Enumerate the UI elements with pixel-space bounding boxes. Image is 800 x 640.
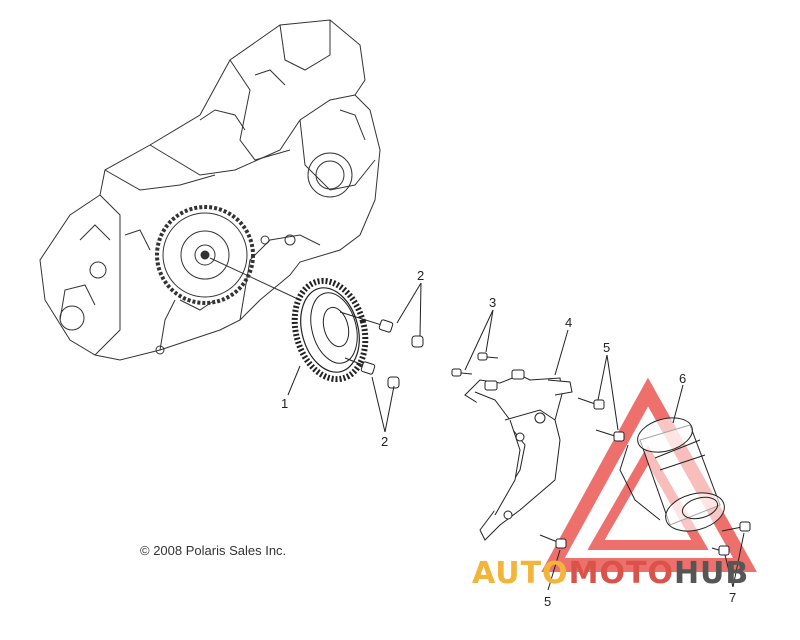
starter-motor (619, 417, 725, 532)
callout-5-top: 5 (603, 340, 610, 355)
engine-block (39, 19, 381, 361)
leader-lines (287, 282, 745, 591)
callout-6: 6 (679, 371, 686, 386)
starter-cover (464, 369, 573, 541)
cover-screws-3 (451, 352, 499, 377)
bolt-set-2 (339, 311, 424, 389)
callout-2-top: 2 (417, 268, 424, 283)
watermark-triangle (541, 377, 757, 572)
callout-7: 7 (729, 590, 736, 605)
callout-5-bottom: 5 (544, 594, 551, 609)
watermark-hub: HUB (673, 556, 750, 591)
bolts-5-7 (539, 397, 751, 556)
watermark-logo: AUTOMOTOHUB (472, 556, 749, 591)
copyright-notice: © 2008 Polaris Sales Inc. (140, 543, 287, 558)
callout-4: 4 (565, 315, 572, 330)
watermark-auto: AUTO (472, 556, 569, 591)
ring-gear (291, 277, 369, 383)
axis-line (209, 257, 301, 301)
callout-2-bottom: 2 (381, 434, 388, 449)
callout-3: 3 (489, 295, 496, 310)
callout-1: 1 (281, 396, 288, 411)
callout-labels: 1 2 2 3 4 5 5 6 7 (281, 268, 736, 609)
crank-gear (155, 205, 255, 305)
watermark-moto: MOTO (568, 556, 674, 591)
